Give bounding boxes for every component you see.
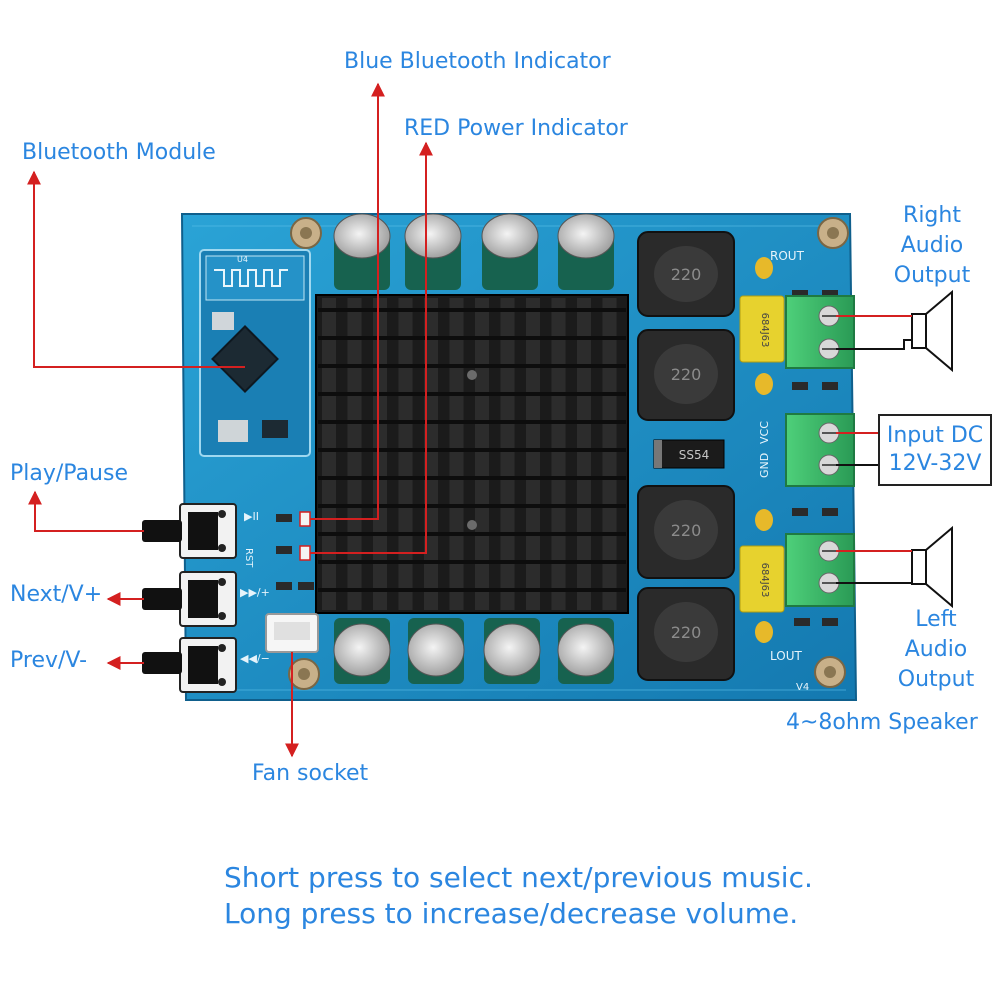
arrow-blue-bt-indicator <box>310 82 385 520</box>
label-right-line1: Right <box>903 203 961 228</box>
diode-ss54: SS54 <box>653 439 725 469</box>
mounting-screw-tr <box>817 217 849 249</box>
label-play-pause: Play/Pause <box>10 461 128 486</box>
resistor-r19 <box>276 582 292 590</box>
label-red-power-indicator: RED Power Indicator <box>404 116 628 141</box>
inductor-3-label: 220 <box>671 521 702 540</box>
button-next-vol-up <box>142 571 237 627</box>
label-speaker-spec: 4~8ohm Speaker <box>786 710 978 735</box>
inductor-2: 220 <box>637 329 735 421</box>
resistor-r50 <box>276 546 292 554</box>
label-prev-vol-down: Prev/V- <box>10 648 88 673</box>
terminal-right-output <box>785 295 855 369</box>
label-bluetooth-module: Bluetooth Module <box>22 140 216 165</box>
module-id-label: U4 <box>237 255 248 264</box>
red-power-led <box>299 545 311 561</box>
bluetooth-chip <box>211 325 279 393</box>
fan-socket <box>265 613 319 653</box>
film-capacitor-top: 684J63 <box>739 295 785 363</box>
smd-components <box>792 290 838 626</box>
heatsink <box>315 294 629 614</box>
smd-part <box>792 508 808 516</box>
gnd-silkscreen: GND <box>758 453 771 478</box>
smd-part <box>792 382 808 390</box>
rst-silkscreen: RST <box>243 548 254 568</box>
film-cap-top-label: 684J63 <box>759 313 770 348</box>
smd-part <box>822 508 838 516</box>
ceramic-cap-3 <box>755 509 773 531</box>
arrow-red-power-indicator <box>310 141 433 554</box>
capacitor-top-2 <box>404 213 462 290</box>
antenna-trace <box>214 269 288 287</box>
speaker-right-icon <box>911 289 953 373</box>
label-right-audio-output: Right Audio Output <box>884 201 980 291</box>
capacitor-top-1 <box>333 213 391 290</box>
mounting-screw-bl <box>288 658 320 690</box>
bluetooth-module: U4 <box>199 249 311 457</box>
button-prev-vol-down <box>142 637 237 693</box>
inductor-3: 220 <box>637 485 735 579</box>
capacitor-bottom-3 <box>483 618 541 684</box>
inductor-2-label: 220 <box>671 365 702 384</box>
inductor-1-label: 220 <box>671 265 702 284</box>
inductor-1: 220 <box>637 231 735 317</box>
smd-part <box>822 290 838 298</box>
terminal-input-dc <box>785 413 855 487</box>
blue-bluetooth-led <box>299 511 311 527</box>
label-next-vol-up: Next/V+ <box>10 582 103 607</box>
film-capacitor-bottom: 684J63 <box>739 545 785 613</box>
label-left-line1: Left <box>915 607 957 632</box>
mounting-screw-tl <box>290 217 322 249</box>
label-input-dc-line1: Input DC <box>886 423 984 448</box>
inductor-4: 220 <box>637 587 735 681</box>
smd-part <box>822 382 838 390</box>
label-right-line2: Audio <box>900 233 964 258</box>
speaker-left-icon <box>911 525 953 609</box>
mounting-screw-br <box>814 656 846 688</box>
ceramic-cap-1 <box>755 257 773 279</box>
film-cap-bottom-label: 684J63 <box>759 563 770 598</box>
label-left-audio-output: Left Audio Output <box>884 605 988 695</box>
label-blue-bluetooth-indicator: Blue Bluetooth Indicator <box>344 49 611 74</box>
btn-symbol-next: ▶▶/+ <box>240 586 270 599</box>
capacitor-bottom-2 <box>407 618 465 684</box>
capacitor-bottom-4 <box>557 618 615 684</box>
rout-silkscreen: ROUT <box>770 249 805 263</box>
label-left-line3: Output <box>897 667 975 692</box>
arrow-bluetooth-module <box>27 170 245 368</box>
label-fan-socket: Fan socket <box>252 761 369 786</box>
capacitor-top-3 <box>481 213 539 290</box>
ceramic-cap-2 <box>755 373 773 395</box>
btn-symbol-play: ▶II <box>244 510 259 523</box>
smd-part <box>794 618 810 626</box>
label-input-dc-line2: 12V-32V <box>888 451 982 476</box>
capacitor-top-4 <box>557 213 615 290</box>
smd-part <box>822 618 838 626</box>
label-right-line3: Output <box>893 263 971 288</box>
terminal-left-output <box>785 533 855 607</box>
vcc-silkscreen: VCC <box>758 421 771 444</box>
inductor-4-label: 220 <box>671 623 702 642</box>
diode-label: SS54 <box>679 448 710 462</box>
wire-right-minus <box>836 339 912 350</box>
label-input-dc-box: Input DC 12V-32V <box>878 414 992 486</box>
version-silkscreen: V4 <box>796 682 809 693</box>
resistor-r21 <box>298 582 314 590</box>
label-left-line2: Audio <box>904 637 968 662</box>
instruction-line-1: Short press to select next/previous musi… <box>224 861 813 894</box>
arrow-play-pause <box>28 490 144 532</box>
lout-silkscreen: LOUT <box>770 649 802 663</box>
smd-part <box>792 290 808 298</box>
button-play-pause <box>142 503 237 559</box>
resistor-r17 <box>276 514 292 522</box>
capacitor-bottom-1 <box>333 618 391 684</box>
btn-symbol-prev: ◀◀/− <box>240 652 270 665</box>
ceramic-cap-4 <box>755 621 773 643</box>
instruction-line-2: Long press to increase/decrease volume. <box>224 897 799 930</box>
